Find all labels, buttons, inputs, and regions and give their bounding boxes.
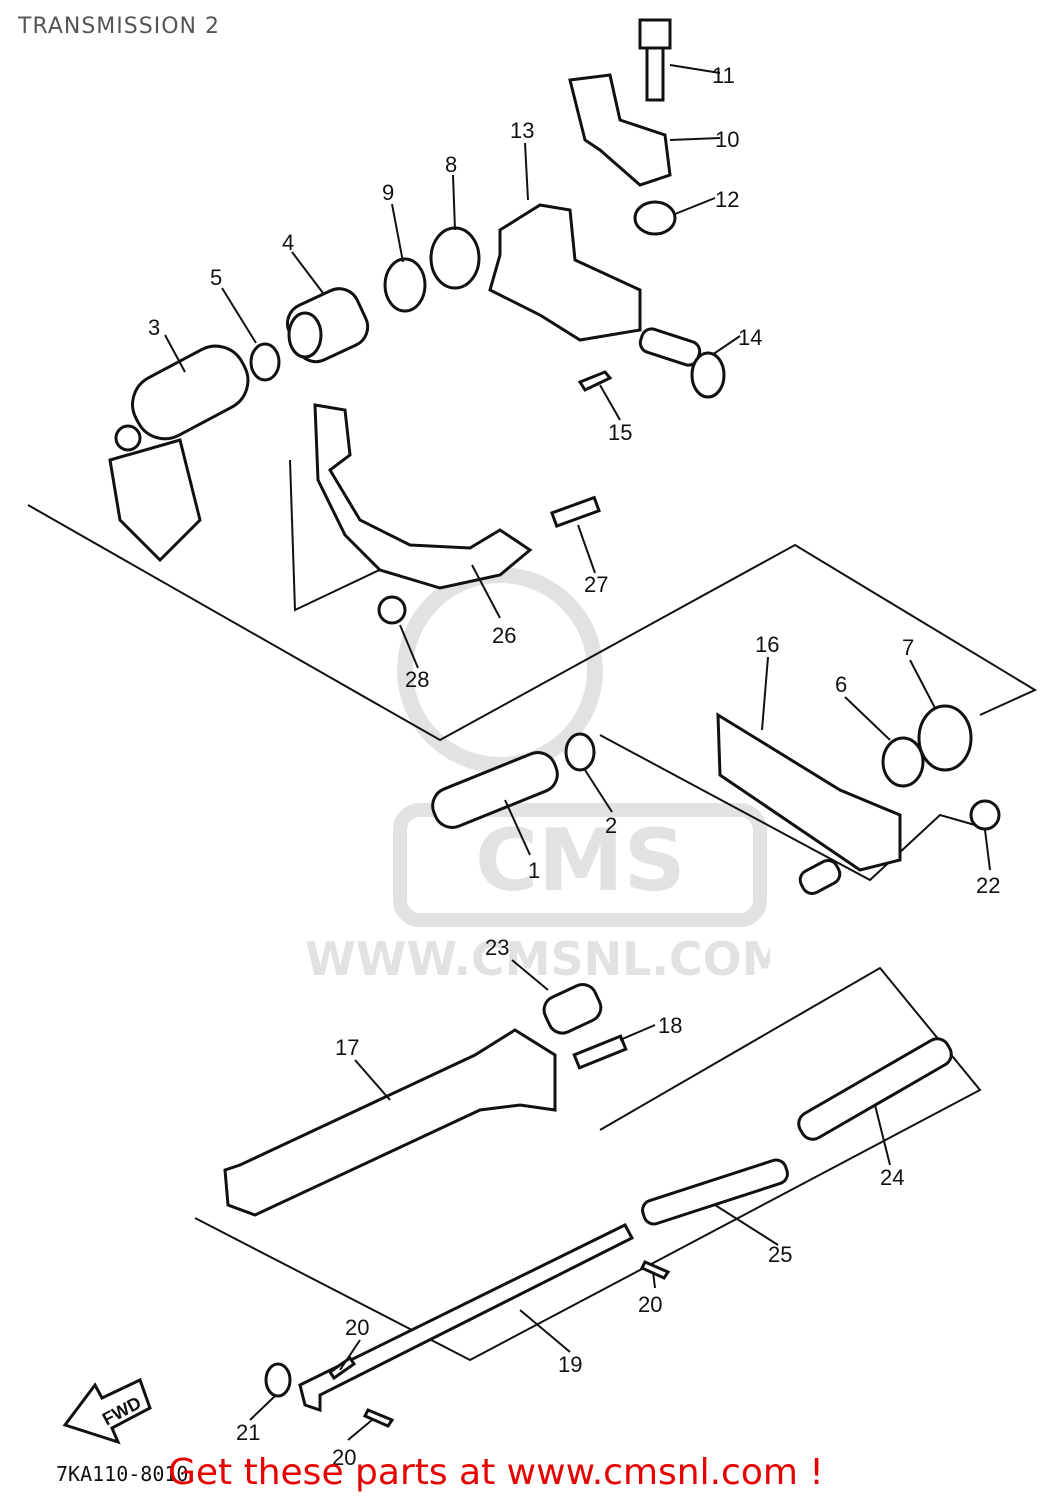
part-22-nut <box>969 799 1001 831</box>
callout-18: 18 <box>658 1013 682 1038</box>
callout-22: 22 <box>976 873 1000 898</box>
part-9-washer <box>383 257 427 313</box>
part-18-bolt <box>572 1034 628 1070</box>
callout-11: 11 <box>712 63 735 88</box>
watermark-logo: CMS WWW.CMSNL.COM <box>305 567 770 986</box>
part-19-rod <box>298 1223 635 1413</box>
watermark-brand: CMS <box>475 811 686 911</box>
part-24-tube <box>797 1037 953 1141</box>
callout-14: 14 <box>738 325 762 350</box>
part-26-plate <box>313 403 533 590</box>
part-21-washer <box>264 1362 292 1398</box>
callout-6: 6 <box>835 672 847 697</box>
callout-16: 16 <box>755 632 779 657</box>
callout-28: 28 <box>405 667 429 692</box>
part-13-bracket <box>488 203 642 342</box>
part-8-washer <box>429 226 481 290</box>
callout-4: 4 <box>282 230 294 255</box>
part-17-pedal-arm <box>223 1028 557 1217</box>
callout-9: 9 <box>382 180 394 205</box>
callout-5: 5 <box>210 265 222 290</box>
diagram-title: TRANSMISSION 2 <box>18 14 220 39</box>
callout-10: 10 <box>715 127 739 152</box>
watermark-url: WWW.CMSNL.COM <box>305 932 770 986</box>
part-23-spring <box>542 983 603 1035</box>
callout-12: 12 <box>715 187 739 212</box>
part-15-cotter-pin <box>577 370 613 392</box>
callout-26: 26 <box>492 623 516 648</box>
callout-27: 27 <box>584 572 608 597</box>
part-12-nut <box>633 200 677 236</box>
part-1-spring <box>431 751 559 829</box>
part-16-slide-plate <box>716 712 902 872</box>
callout-17: 17 <box>335 1035 359 1060</box>
part-3-shift-fork <box>108 344 250 563</box>
part-6-washer <box>881 736 925 788</box>
part-10-lever <box>568 73 672 187</box>
part-23-spring-rod <box>798 859 842 895</box>
part-14-pin <box>638 327 726 399</box>
callout-21: 21 <box>236 1420 260 1445</box>
part-5-circlip <box>249 342 281 382</box>
callout-20: 20 <box>345 1315 369 1340</box>
callout-7: 7 <box>902 635 914 660</box>
part-20-cotter-pin <box>362 1408 395 1428</box>
callouts: 3 5 4 9 8 13 11 10 12 14 15 27 26 28 16 … <box>148 63 1000 1470</box>
callout-1: 1 <box>528 858 540 883</box>
callout-8: 8 <box>445 152 457 177</box>
part-20-cotter-pin <box>639 1260 671 1280</box>
part-4-collar <box>285 287 370 364</box>
callout-20: 20 <box>638 1292 662 1317</box>
callout-13: 13 <box>510 118 534 143</box>
part-11-bolt <box>638 18 672 102</box>
part-27-bolt <box>550 495 601 529</box>
callout-24: 24 <box>880 1165 904 1190</box>
callout-23: 23 <box>485 935 509 960</box>
callout-25: 25 <box>768 1242 792 1267</box>
promo-link[interactable]: Get these parts at www.cmsnl.com ! <box>168 1452 824 1493</box>
part-25-spring <box>641 1158 789 1226</box>
callout-3: 3 <box>148 315 160 340</box>
diagram-code: 7KA110-8010 <box>56 1462 189 1486</box>
part-28-nut <box>377 595 407 625</box>
part-7-washer <box>917 704 973 772</box>
callout-20: 20 <box>332 1445 356 1470</box>
part-2-washer <box>564 732 596 772</box>
callout-15: 15 <box>608 420 632 445</box>
fwd-arrow-icon: FWD <box>62 1377 152 1445</box>
leader-lines <box>164 64 991 1441</box>
callout-2: 2 <box>605 813 617 838</box>
callout-19: 19 <box>558 1352 582 1377</box>
